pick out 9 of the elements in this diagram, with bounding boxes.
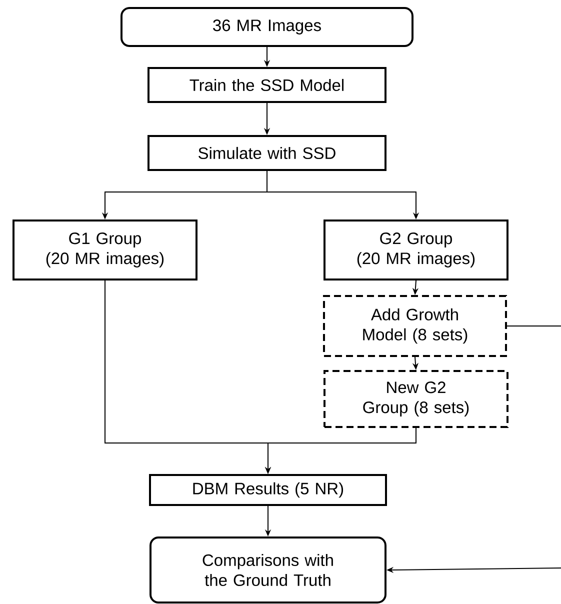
process-box: G1 Group (20 MR images) (12, 220, 198, 280)
process-box: Add Growth Model (8 sets) (323, 295, 507, 357)
process-box: Train the SSD Model (148, 67, 386, 103)
process-box: New G2 Group (8 sets) (324, 370, 508, 428)
process-box: Simulate with SSD (148, 135, 386, 171)
process-box: DBM Results (5 NR) (149, 474, 387, 506)
terminal-box: 36 MR Images (120, 7, 414, 47)
process-box: G2 Group (20 MR images) (324, 220, 508, 280)
terminal-box: Comparisons with the Ground Truth (150, 536, 386, 604)
